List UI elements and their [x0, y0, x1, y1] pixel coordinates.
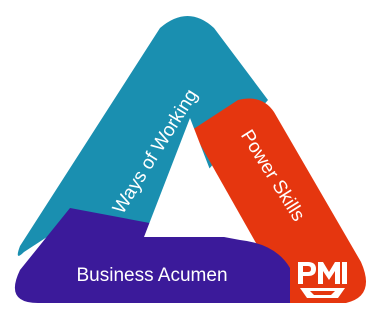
inner-triangle	[144, 118, 236, 237]
business-acumen-label: Business Acumen	[76, 265, 227, 286]
pmi-logo-icon	[298, 262, 347, 298]
business-acumen-band	[14, 208, 290, 303]
ways-of-working-band	[17, 16, 268, 256]
power-skills-band	[192, 98, 366, 303]
